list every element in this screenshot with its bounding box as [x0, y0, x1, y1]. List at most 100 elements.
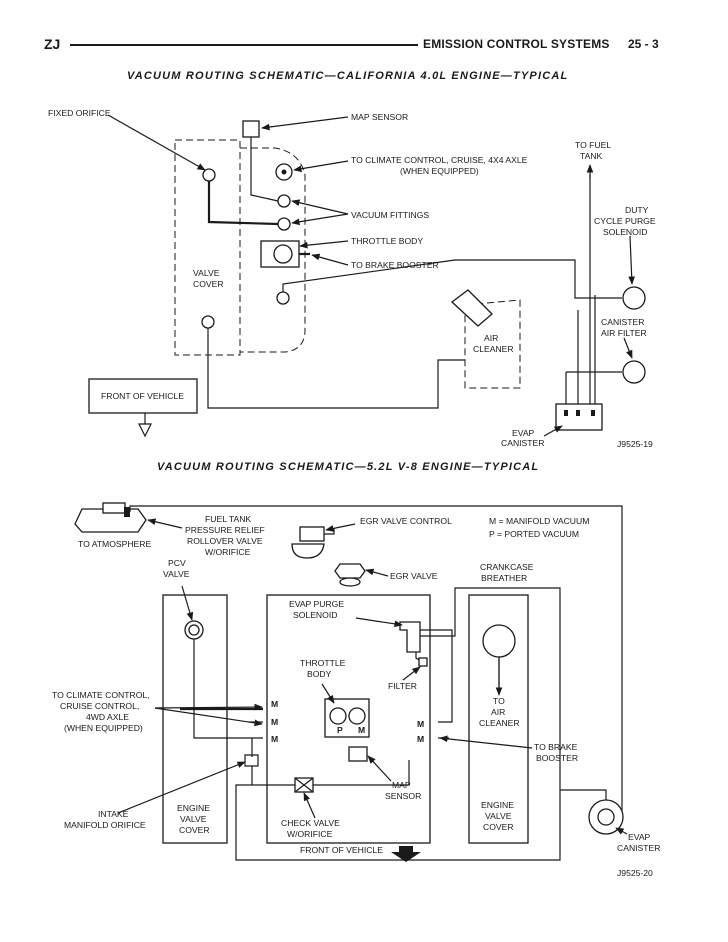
label-to-air-3: CLEANER — [479, 718, 520, 728]
fixed-orifice-fitting — [202, 168, 216, 182]
label-crankcase-1: CRANKCASE — [480, 562, 534, 572]
label-evc-right-3: COVER — [483, 822, 514, 832]
leader-climate — [293, 160, 349, 173]
map-sensor-v8 — [348, 746, 368, 762]
egr-fitting — [276, 291, 290, 305]
port-p: P — [337, 725, 343, 735]
vacuum-fitting-2 — [277, 217, 291, 231]
purge-ports — [420, 629, 442, 637]
figure1-code: J9525-19 — [617, 439, 653, 449]
legend-m: M = MANIFOLD VACUUM — [489, 516, 589, 526]
air-cleaner-inlet — [450, 289, 493, 327]
leader-canister — [543, 425, 563, 437]
canister-link — [560, 789, 607, 800]
label-evc-left-3: COVER — [179, 825, 210, 835]
label-evc-right-1: ENGINE — [481, 800, 514, 810]
label-evap-2: CANISTER — [617, 843, 660, 853]
label-brake-1: TO BRAKE — [534, 742, 578, 752]
label-map-2: SENSOR — [385, 791, 421, 801]
label-purge-3: SOLENOID — [603, 227, 647, 237]
label-evap-2: CANISTER — [501, 438, 544, 448]
port-m-5: M — [417, 734, 424, 744]
label-throttle-body: THROTTLE BODY — [351, 236, 423, 246]
label-fuel-tank-3: ROLLOVER VALVE — [187, 536, 263, 546]
label-fuel-tank-2: TANK — [580, 151, 603, 161]
label-pcv-2: VALVE — [163, 569, 190, 579]
label-valve-cover-2: COVER — [193, 279, 224, 289]
relief-valve-nipple — [124, 507, 130, 517]
label-climate-2: CRUISE CONTROL, — [60, 701, 139, 711]
label-evc-left-1: ENGINE — [177, 803, 210, 813]
pcv-hose — [193, 639, 263, 739]
map-sensor — [242, 120, 260, 138]
figure2-code: J9525-20 — [617, 868, 653, 878]
label-fuel-tank-1: TO FUEL — [575, 140, 611, 150]
header-section: EMISSION CONTROL SYSTEMS — [423, 37, 610, 51]
label-evap-1: EVAP — [512, 428, 535, 438]
valve-cover-fitting — [201, 315, 215, 329]
purge-solenoid — [622, 286, 646, 310]
page-header: ZJ EMISSION CONTROL SYSTEMS 25 - 3 — [0, 34, 728, 54]
leader-filter — [623, 337, 633, 359]
label-crankcase-2: BREATHER — [481, 573, 527, 583]
label-fuel-tank-2: PRESSURE RELIEF — [185, 525, 265, 535]
label-fuel-tank-4: W/ORIFICE — [205, 547, 251, 557]
purge-hose-v8 — [438, 629, 453, 723]
label-to-air-1: TO — [493, 696, 505, 706]
label-filter-1: CANISTER — [601, 317, 644, 327]
label-vacuum-fittings: VACUUM FITTINGS — [351, 210, 429, 220]
leader-purge — [628, 235, 636, 285]
leader-climate-a — [154, 703, 263, 711]
label-valve-cover-1: VALVE — [193, 268, 220, 278]
label-evc-right-2: VALVE — [485, 811, 512, 821]
figure1-title: VACUUM ROUTING SCHEMATIC—CALIFORNIA 4.0L… — [127, 70, 569, 82]
label-orifice-1: INTAKE — [98, 809, 129, 819]
canister-port-3 — [591, 410, 595, 416]
label-filter-2: AIR FILTER — [601, 328, 647, 338]
leader-brake — [439, 735, 533, 749]
front-vehicle-box — [88, 378, 198, 414]
leader-pcv — [181, 585, 194, 621]
label-front-of-vehicle: FRONT OF VEHICLE — [300, 845, 383, 855]
leader-fixed-orifice — [107, 114, 206, 171]
egr-control — [299, 526, 325, 542]
label-egr-valve: EGR VALVE — [390, 571, 438, 581]
label-map-1: MAP — [392, 780, 411, 790]
leader-vf-2 — [291, 213, 349, 226]
canister-port-2 — [576, 410, 580, 416]
label-fuel-tank-1: FUEL TANK — [205, 514, 251, 524]
label-map-sensor: MAP SENSOR — [351, 112, 408, 122]
purge-filter-line — [415, 652, 420, 661]
port-m-1: M — [271, 699, 278, 709]
canister-port-1 — [564, 410, 568, 416]
label-filter: FILTER — [388, 681, 417, 691]
label-purge-1: DUTY — [625, 205, 649, 215]
egr-control-body — [291, 543, 325, 559]
leader-canister — [615, 827, 628, 835]
egr-valve-base — [339, 577, 361, 587]
intake-outline — [240, 147, 306, 353]
leader-map-sensor — [261, 116, 349, 131]
leader-throttle — [321, 683, 335, 704]
label-climate-1: TO CLIMATE CONTROL, CRUISE, 4X4 AXLE — [351, 155, 528, 165]
label-purge-1: EVAP PURGE — [289, 599, 344, 609]
pcv-valve-inner — [188, 624, 200, 636]
canister-hose — [235, 587, 561, 861]
leader-egr-valve — [365, 568, 389, 577]
label-purge-2: CYCLE PURGE — [594, 216, 656, 226]
label-check-1: CHECK VALVE — [281, 818, 340, 828]
figure2-title: VACUUM ROUTING SCHEMATIC—5.2L V-8 ENGINE… — [157, 461, 540, 473]
figure2-diagram: M M M P M M M FUEL TANK PRESSURE RELIEF … — [52, 502, 660, 878]
throttle-bore-2 — [348, 707, 366, 725]
label-evap-1: EVAP — [628, 832, 651, 842]
throttle-body-bore — [273, 244, 293, 264]
air-cleaner-hose — [207, 328, 465, 409]
label-air-cleaner-2: CLEANER — [473, 344, 514, 354]
map-hose — [250, 137, 279, 202]
label-climate-2: (WHEN EQUIPPED) — [400, 166, 479, 176]
valve-cover-outline — [174, 139, 241, 356]
label-check-2: W/ORIFICE — [287, 829, 333, 839]
check-valve-x — [294, 777, 314, 793]
purge-solenoid — [399, 621, 421, 653]
purge-hose — [282, 259, 622, 299]
